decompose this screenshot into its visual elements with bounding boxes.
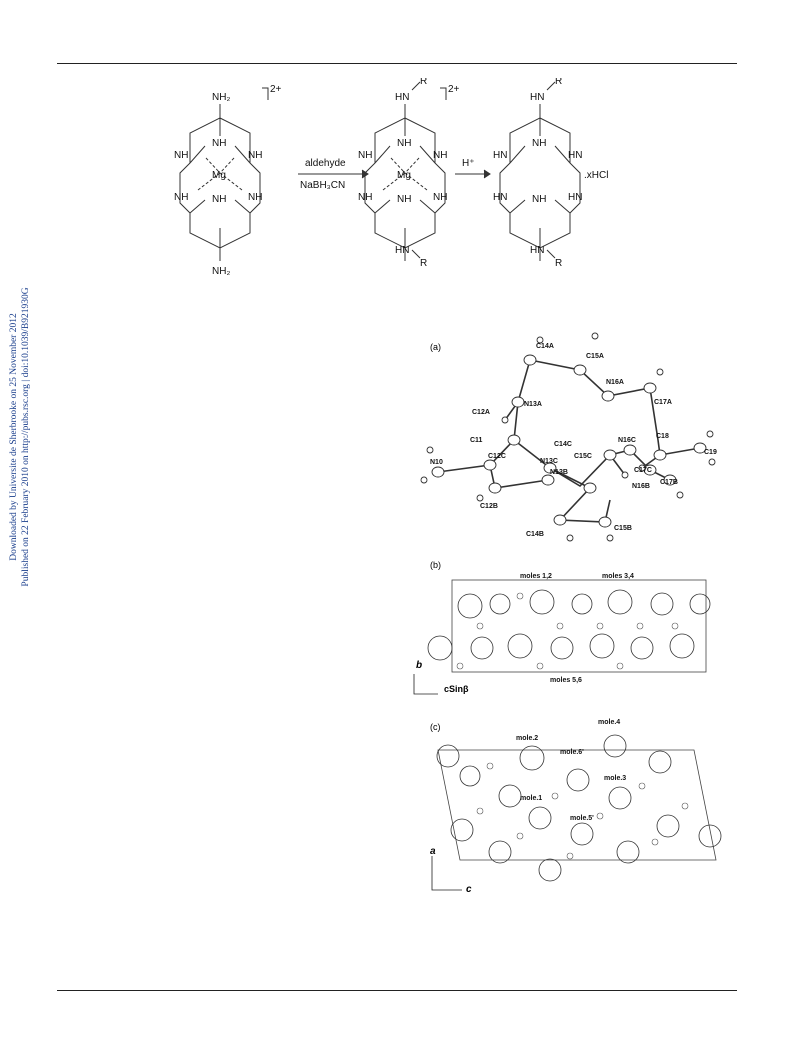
atom-label: N16A	[606, 379, 624, 386]
mol2-nh-f: NH	[397, 194, 411, 205]
atom-label: C17C	[634, 467, 652, 474]
mol2-charge: 2+	[448, 84, 460, 95]
panel-c-label: (c)	[430, 722, 441, 732]
panel-b-annotation: moles 5,6	[550, 677, 582, 684]
mol1-metal: Mg	[212, 170, 226, 181]
atom-label: C18	[656, 433, 669, 440]
panel-b-packing: (b) moles 1,2 moles 3,4 moles 5,6 b cSin…	[413, 560, 711, 695]
download-sidebar: Downloaded by Universite de Sherbrooke o…	[0, 260, 40, 620]
atom-label: C12C	[488, 453, 506, 460]
mol3-top-amine: HN	[530, 92, 544, 103]
sidebar-line-published: Published on 22 February 2010 on http://…	[21, 287, 31, 587]
atom-label: C14C	[554, 441, 572, 448]
mol2-nh-e: NH	[433, 192, 447, 203]
atom-label: C12A	[472, 409, 490, 416]
mol2-nh-a: NH	[397, 138, 411, 149]
mol2-nh-b: NH	[358, 150, 372, 161]
panel-c-axis-y: a	[430, 846, 436, 857]
panel-c-axes-icon	[431, 856, 462, 891]
mol1-nh-a: NH	[212, 138, 226, 149]
panel-c-annotation: mole.1	[520, 795, 542, 802]
sidebar-line-download: Downloaded by Universite de Sherbrooke o…	[9, 313, 19, 561]
mol2-bottom-r: R	[420, 258, 427, 269]
mol1-nh-d: NH	[174, 192, 188, 203]
panel-c-annotation: mole.5'	[570, 815, 594, 822]
mol3-hn-b: HN	[493, 150, 507, 161]
panel-c-annotation: mole.4	[598, 719, 620, 726]
atom-label: N13B	[550, 469, 568, 476]
panel-b-axis-x: cSinβ	[444, 684, 469, 694]
mol2-bottom-amine: HN	[395, 245, 409, 256]
atom-label: N13A	[524, 401, 542, 408]
mol3-salt: .xHCl	[584, 170, 608, 181]
mol3-hn-c: HN	[568, 150, 582, 161]
mol1-nh-c: NH	[248, 150, 262, 161]
panel-b-axis-y: b	[416, 660, 422, 671]
top-rule	[57, 63, 737, 64]
atom-label: C12B	[480, 503, 498, 510]
mol1-bottom-amine: NH₂	[212, 266, 230, 277]
panel-a-label: (a)	[430, 342, 441, 352]
bottom-rule	[57, 990, 737, 991]
mol2-nh-d: NH	[358, 192, 372, 203]
mol1-top-amine: NH₂	[212, 92, 230, 103]
panel-b-annotation: moles 3,4	[602, 573, 634, 580]
panel-b-label: (b)	[430, 560, 441, 570]
atom-label: N10	[430, 459, 443, 466]
atom-label: C11	[470, 437, 483, 444]
atom-label: C15B	[614, 525, 632, 532]
panel-c-annotation: mole.3	[604, 775, 626, 782]
mol2-top-amine: HN	[395, 92, 409, 103]
mol3-bottom-r: R	[555, 258, 562, 269]
panel-b-annotation: moles 1,2	[520, 573, 552, 580]
panel-c-annotation: mole.2	[516, 735, 538, 742]
panel-b-axes-icon	[413, 674, 438, 695]
mol1-nh-f: NH	[212, 194, 226, 205]
atom-label: C14B	[526, 531, 544, 538]
panel-c-packing: (c) mole.4 mole.2 mole.6' mole.3 mole.1 …	[430, 719, 722, 895]
mol1-nh-b: NH	[174, 150, 188, 161]
mol3-nh-f: NH	[532, 194, 546, 205]
atom-label: C17A	[654, 399, 672, 406]
panel-a-ortep: (a) C14A C15A N16A C17A C12A N13A C11 N1…	[420, 332, 717, 542]
atom-label: N16B	[632, 483, 650, 490]
mol3-hn-e: HN	[568, 192, 582, 203]
atom-label: C14A	[536, 343, 554, 350]
mol3-top-r: R	[555, 78, 562, 87]
mol1-nh-e: NH	[248, 192, 262, 203]
mol3-bottom-amine: HN	[530, 245, 544, 256]
panel-c-axis-x: c	[466, 884, 472, 895]
arrow1-reagent-bottom: NaBH₃CN	[300, 180, 345, 191]
atom-label: C15C	[574, 453, 592, 460]
arrow2-reagent: H⁺	[462, 158, 475, 169]
reaction-scheme: NH₂ 2+ NH NH NH Mg NH NH NH NH₂ aldehyde…	[174, 78, 608, 277]
atom-label: C19	[704, 449, 717, 456]
atom-label: C17B	[660, 479, 678, 486]
sidebar-notice[interactable]: Downloaded by Universite de Sherbrooke o…	[8, 257, 32, 617]
atom-label: N16C	[618, 437, 636, 444]
panel-c-annotation: mole.6'	[560, 749, 584, 756]
atom-label: C15A	[586, 353, 604, 360]
mol1-charge: 2+	[270, 84, 282, 95]
mol3-hn-d: HN	[493, 192, 507, 203]
mol3-nh-a: NH	[532, 138, 546, 149]
mol2-metal: Mg	[397, 170, 411, 181]
arrow1-reagent-top: aldehyde	[305, 158, 346, 169]
mol2-top-r: R	[420, 78, 427, 87]
mol2-nh-c: NH	[433, 150, 447, 161]
atom-label: N13C	[540, 458, 558, 465]
